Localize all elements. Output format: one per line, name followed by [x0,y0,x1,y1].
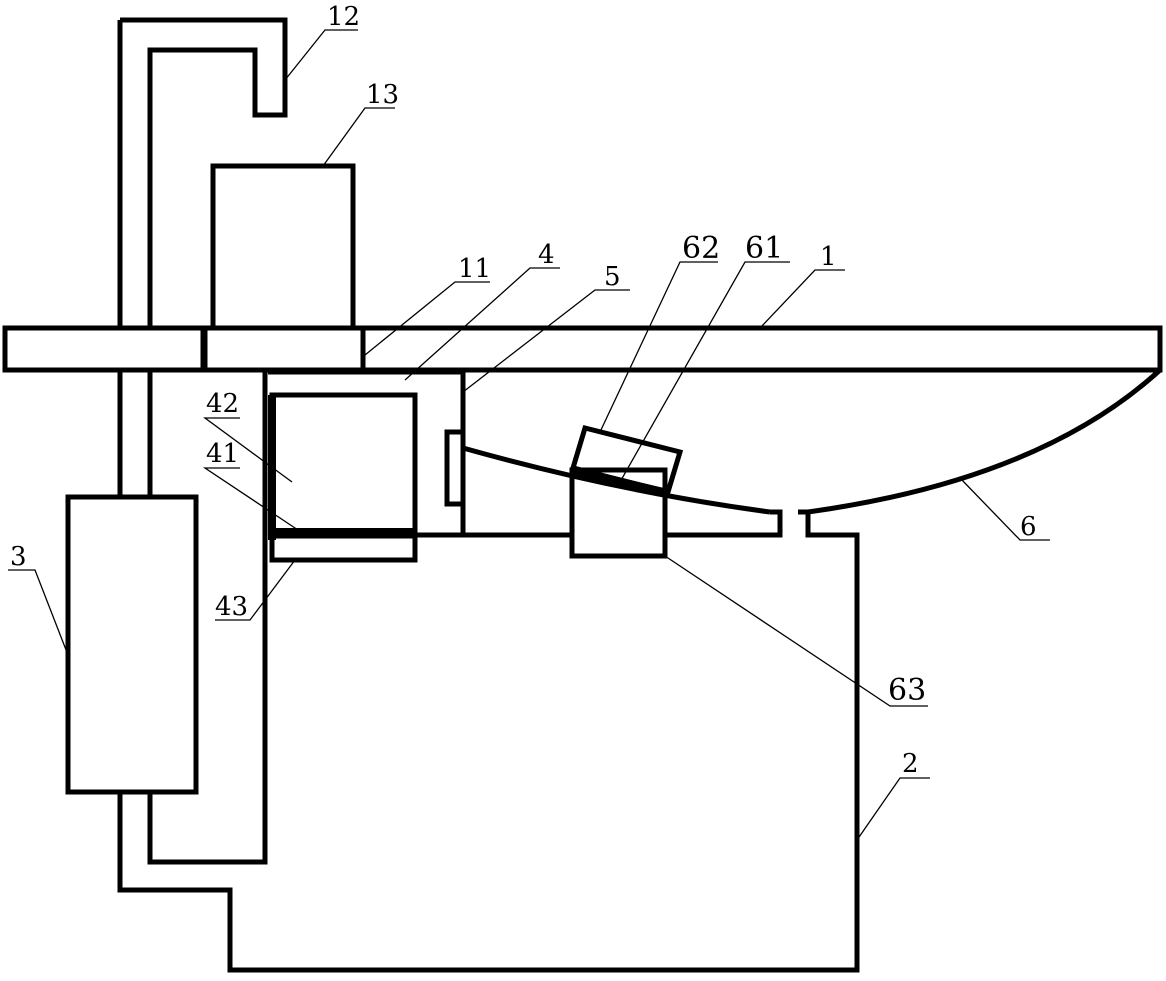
labels: 12 13 11 4 5 62 61 1 42 41 43 3 6 63 2 [10,2,1037,779]
leader-41 [205,468,298,530]
leader-lines [8,30,1050,840]
part-3-side-box [68,497,196,792]
leader-1 [760,270,845,328]
chamber-floor [463,512,780,535]
label-63: 63 [888,673,926,708]
leader-13 [323,108,395,166]
label-43: 43 [215,592,248,622]
label-3: 3 [10,542,27,572]
leader-2 [857,778,930,840]
label-6: 6 [1020,512,1037,542]
part-41-plate [272,395,415,540]
part-1-plate-right [363,328,1160,370]
label-11: 11 [458,254,491,284]
part-43-base [272,536,415,560]
label-41: 41 [206,439,239,469]
part-6-curved-lid [463,370,1160,512]
label-5: 5 [604,262,621,292]
label-1: 1 [820,242,837,272]
part-13-box [213,166,353,328]
part-5-bar [447,432,463,504]
part-11-plate-block [205,328,363,370]
part-12-hook-pipe [120,20,857,970]
label-2: 2 [902,749,919,779]
label-13: 13 [366,80,399,110]
leader-3 [8,570,68,655]
label-42: 42 [206,389,239,419]
part-42-block [272,395,415,532]
label-61: 61 [745,231,783,266]
leader-12 [285,30,358,80]
leader-11 [365,282,490,355]
label-62: 62 [682,231,720,266]
leader-4 [405,268,560,380]
label-12: 12 [327,2,360,32]
label-4: 4 [538,240,555,270]
part-1-plate-left [5,328,203,370]
